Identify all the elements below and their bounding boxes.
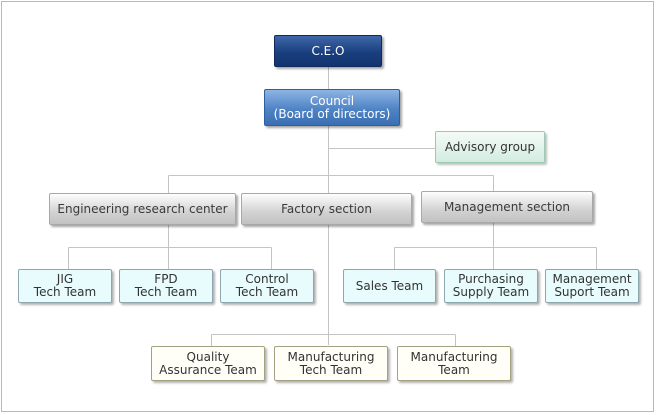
ceo-box: C.E.O: [274, 35, 382, 67]
control-tech-team-box: Control Tech Team: [220, 269, 314, 303]
manufacturing-team-box: Manufacturing Team: [397, 346, 511, 381]
factory-section-box: Factory section: [241, 193, 412, 225]
purchasing-supply-team-box: Purchasing Supply Team: [444, 269, 538, 303]
advisory-group-box: Advisory group: [435, 131, 545, 163]
engineering-research-center-box: Engineering research center: [49, 193, 236, 225]
council-box: Council (Board of directors): [264, 89, 400, 126]
quality-assurance-team-box: Quality Assurance Team: [151, 346, 265, 381]
management-support-team-box: Management Suport Team: [545, 269, 639, 303]
manufacturing-tech-team-box: Manufacturing Tech Team: [274, 346, 388, 381]
management-section-box: Management section: [421, 191, 593, 223]
fpd-tech-team-box: FPD Tech Team: [119, 269, 213, 303]
sales-team-box: Sales Team: [343, 269, 436, 303]
jig-tech-team-box: JIG Tech Team: [18, 269, 112, 303]
